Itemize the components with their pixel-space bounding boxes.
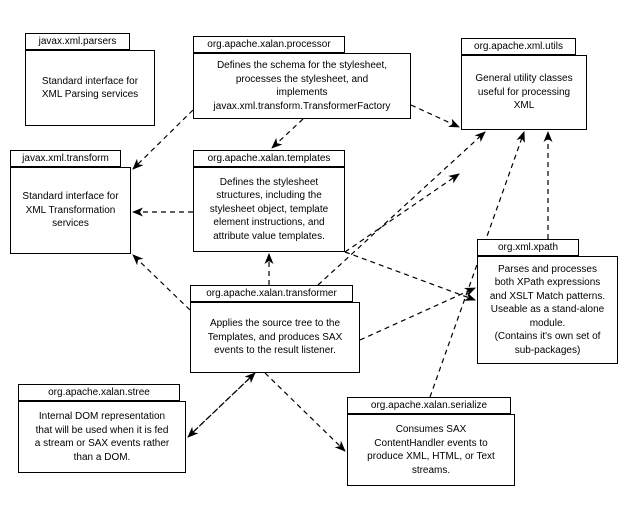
package-body-javax-xml-parsers[interactable]: Standard interface for XML Parsing servi… bbox=[25, 50, 155, 126]
package-tab-org-xml-xpath[interactable]: org.xml.xpath bbox=[477, 239, 579, 256]
package-tab-org-apache-xalan-processor[interactable]: org.apache.xalan.processor bbox=[193, 36, 345, 53]
package-body-org-apache-xalan-processor[interactable]: Defines the schema for the stylesheet, p… bbox=[193, 53, 411, 119]
package-description: Standard interface for XML Transformatio… bbox=[22, 191, 119, 230]
package-description: Internal DOM representation that will be… bbox=[34, 411, 170, 463]
package-tab-org-apache-xalan-templates[interactable]: org.apache.xalan.templates bbox=[193, 150, 345, 167]
package-description: Consumes SAX ContentHandler events to pr… bbox=[367, 424, 495, 476]
package-name-label: javax.xml.transform bbox=[22, 152, 109, 164]
dependency-edges bbox=[132, 104, 553, 452]
dep-transformer-to-transform bbox=[132, 254, 191, 311]
package-body-org-apache-xalan-templates[interactable]: Defines the stylesheet structures, inclu… bbox=[193, 167, 345, 252]
package-body-org-apache-xalan-stree[interactable]: Internal DOM representation that will be… bbox=[18, 401, 186, 473]
package-tab-javax-xml-transform[interactable]: javax.xml.transform bbox=[10, 150, 121, 167]
package-name-label: org.apache.xml.utils bbox=[474, 40, 563, 52]
dep-templates-to-xmlutils bbox=[344, 173, 460, 253]
package-body-javax-xml-transform[interactable]: Standard interface for XML Transformatio… bbox=[10, 167, 131, 254]
package-name-label: org.apache.xalan.processor bbox=[207, 38, 331, 50]
dep-transformer-to-xmlutils bbox=[317, 131, 486, 286]
package-name-label: javax.xml.parsers bbox=[38, 35, 117, 47]
package-name-label: org.xml.xpath bbox=[497, 241, 559, 253]
package-description: General utility classes useful for proce… bbox=[475, 73, 573, 112]
package-tab-javax-xml-parsers[interactable]: javax.xml.parsers bbox=[25, 33, 130, 50]
dep-processor-to-templates bbox=[271, 118, 304, 149]
package-tab-org-apache-xalan-stree[interactable]: org.apache.xalan.stree bbox=[18, 384, 180, 401]
package-description: Defines the stylesheet structures, inclu… bbox=[209, 176, 329, 242]
dep-stree-to-transformer bbox=[187, 372, 256, 438]
package-description: Parses and processes both XPath expressi… bbox=[489, 263, 606, 356]
package-name-label: org.apache.xalan.transformer bbox=[206, 287, 337, 299]
package-body-org-apache-xalan-transformer[interactable]: Applies the source tree to the Templates… bbox=[190, 302, 360, 373]
package-description: Standard interface for XML Parsing servi… bbox=[41, 75, 139, 101]
package-tab-org-apache-xalan-transformer[interactable]: org.apache.xalan.transformer bbox=[190, 285, 353, 302]
package-name-label: org.apache.xalan.templates bbox=[207, 152, 331, 164]
dep-transformer-to-serialize bbox=[264, 372, 346, 452]
package-body-org-xml-xpath[interactable]: Parses and processes both XPath expressi… bbox=[477, 256, 618, 364]
package-description: Applies the source tree to the Templates… bbox=[207, 318, 343, 357]
package-name-label: org.apache.xalan.serialize bbox=[370, 399, 488, 411]
dep-serialize-to-xmlutils bbox=[429, 131, 525, 398]
dep-transformer-to-xpath bbox=[359, 287, 476, 341]
package-name-label: org.apache.xalan.stree bbox=[48, 386, 150, 398]
package-body-org-apache-xalan-serialize[interactable]: Consumes SAX ContentHandler events to pr… bbox=[347, 414, 515, 486]
package-tab-org-apache-xalan-serialize[interactable]: org.apache.xalan.serialize bbox=[347, 397, 511, 414]
dep-templates-to-xpath bbox=[344, 251, 476, 301]
package-description: Defines the schema for the stylesheet, p… bbox=[213, 60, 391, 112]
package-body-org-apache-xml-utils[interactable]: General utility classes useful for proce… bbox=[461, 55, 587, 130]
dep-processor-to-xmlutils bbox=[410, 104, 460, 128]
package-tab-org-apache-xml-utils[interactable]: org.apache.xml.utils bbox=[461, 38, 576, 55]
